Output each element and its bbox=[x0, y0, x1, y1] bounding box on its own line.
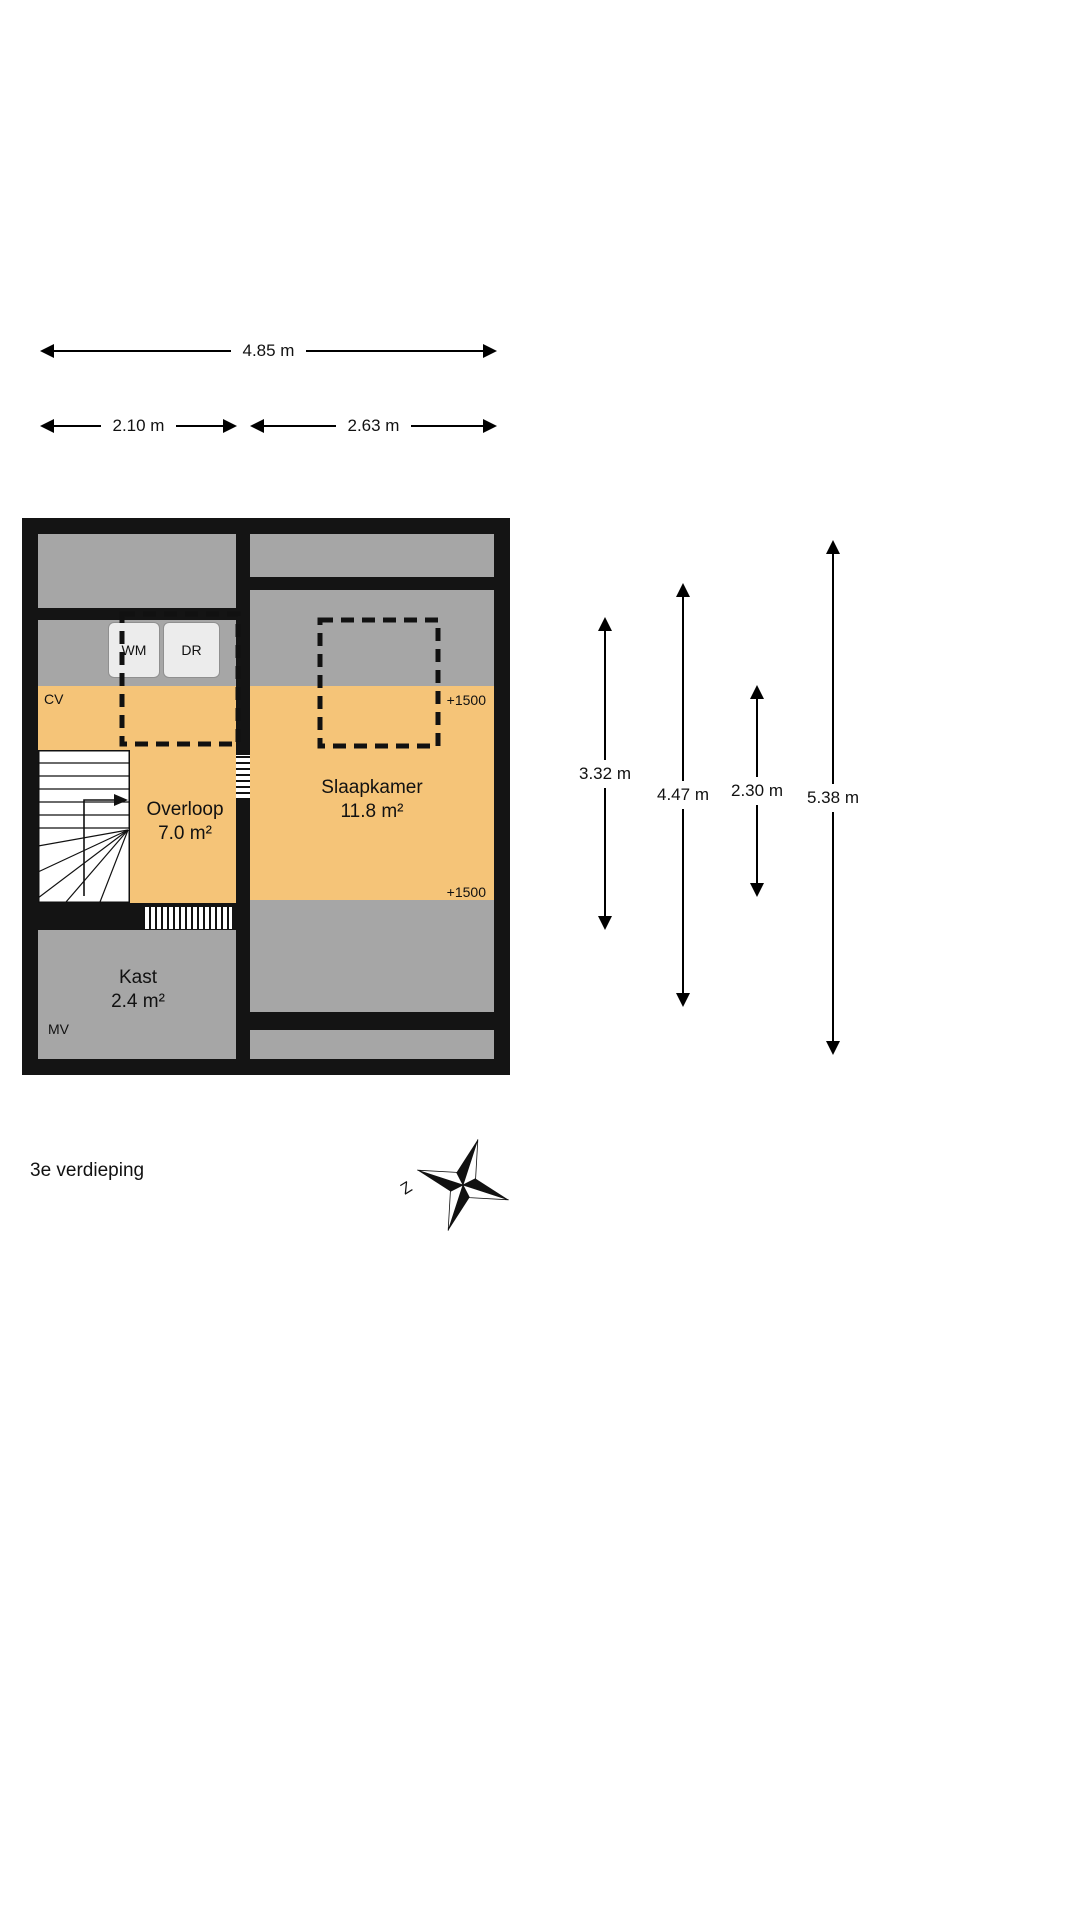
slaapkamer-sloped-bottom bbox=[250, 900, 494, 1012]
dimension-label: 4.47 m bbox=[651, 781, 715, 809]
floor-title: 3e verdieping bbox=[30, 1160, 145, 1181]
slaapkamer-sloped-top bbox=[250, 590, 494, 686]
dormer-outline-left bbox=[119, 611, 241, 747]
dimension-label: 2.30 m bbox=[725, 777, 789, 805]
stair-direction-arrow-icon bbox=[83, 794, 128, 896]
dryer-label: DR bbox=[181, 642, 202, 658]
room-name: Kast bbox=[118, 967, 158, 988]
dimension-height-332: 3.32 m bbox=[560, 617, 650, 930]
room-label-kast: Kast 2.4 m² bbox=[78, 966, 198, 1014]
arrowhead-down-icon bbox=[826, 1041, 840, 1055]
dimension-label: 2.63 m bbox=[335, 415, 412, 437]
height-line-label-bottom: +1500 bbox=[446, 884, 486, 900]
sloped-area-top-right bbox=[250, 534, 494, 577]
arrowhead-down-icon bbox=[750, 883, 764, 897]
cv-label: CV bbox=[44, 691, 64, 707]
room-name: Overloop bbox=[146, 799, 224, 820]
arrowhead-left-icon bbox=[40, 344, 54, 358]
door-slaapkamer bbox=[236, 755, 250, 800]
washing-machine-label: WM bbox=[121, 642, 147, 658]
staircase bbox=[38, 750, 130, 903]
arrowhead-down-icon bbox=[676, 993, 690, 1007]
dimension-height-230: 2.30 m bbox=[712, 685, 802, 897]
dimension-total-width: 4.85 m bbox=[40, 340, 497, 362]
dimension-left-width: 2.10 m bbox=[40, 415, 237, 437]
door-kast bbox=[143, 907, 232, 929]
mv-label: MV bbox=[48, 1021, 69, 1037]
dimension-label: 4.85 m bbox=[230, 340, 307, 362]
dimension-right-width: 2.63 m bbox=[250, 415, 497, 437]
dimension-label: 3.32 m bbox=[573, 759, 637, 788]
room-area: 2.4 m² bbox=[111, 991, 165, 1012]
compass-rose-icon bbox=[417, 1139, 509, 1231]
sloped-area-top-left bbox=[38, 534, 236, 608]
arrowhead-up-icon bbox=[826, 540, 840, 554]
dimension-label: 2.10 m bbox=[100, 415, 177, 437]
washing-machine: WM bbox=[108, 622, 160, 678]
dryer: DR bbox=[163, 622, 220, 678]
dormer-outline-right bbox=[317, 617, 441, 749]
dimension-label: 5.38 m bbox=[801, 783, 865, 812]
arrowhead-right-icon bbox=[483, 419, 497, 433]
height-line-label-top: +1500 bbox=[446, 692, 486, 708]
room-area: 7.0 m² bbox=[158, 823, 212, 844]
room-name: Slaapkamer bbox=[321, 777, 423, 798]
arrowhead-down-icon bbox=[598, 916, 612, 930]
room-label-slaapkamer: Slaapkamer 11.8 m² bbox=[297, 776, 447, 824]
dimension-height-447: 4.47 m bbox=[638, 583, 728, 1007]
arrowhead-left-icon bbox=[40, 419, 54, 433]
arrowhead-up-icon bbox=[750, 685, 764, 699]
arrowhead-right-icon bbox=[223, 419, 237, 433]
sloped-area-bottom-right bbox=[250, 1030, 494, 1059]
room-slaapkamer-floor bbox=[250, 686, 494, 900]
room-kast-floor bbox=[38, 930, 236, 1059]
arrowhead-up-icon bbox=[598, 617, 612, 631]
dormer-outlines bbox=[119, 611, 441, 749]
dimension-height-538: 5.38 m bbox=[788, 540, 878, 1055]
floorplan: WM DR bbox=[22, 518, 510, 1075]
room-area: 11.8 m² bbox=[340, 801, 404, 822]
arrowhead-left-icon bbox=[250, 419, 264, 433]
room-label-overloop: Overloop 7.0 m² bbox=[120, 798, 250, 846]
arrowhead-right-icon bbox=[483, 344, 497, 358]
arrowhead-up-icon bbox=[676, 583, 690, 597]
